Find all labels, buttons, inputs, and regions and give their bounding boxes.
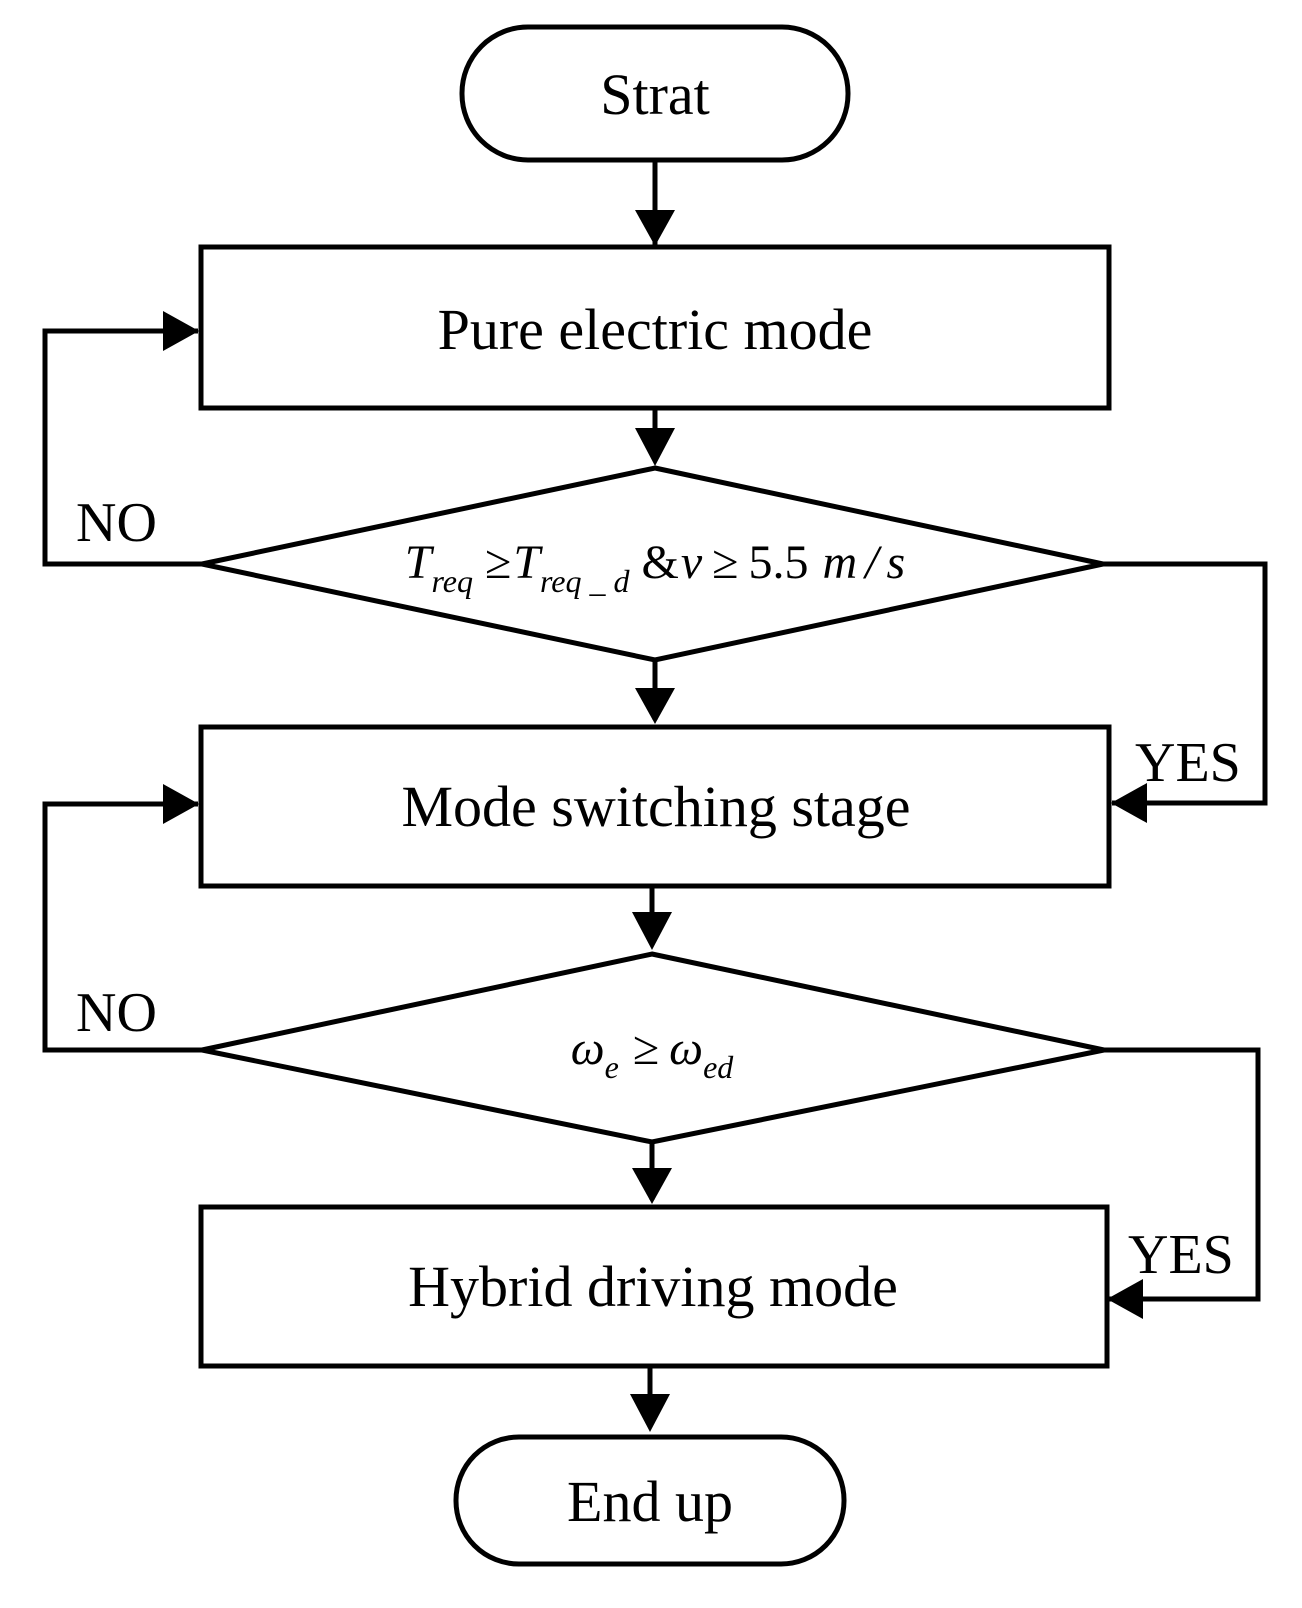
arrowhead-d2-to-hybrid <box>632 1168 672 1204</box>
d2-omega-symbol: ω <box>571 1022 605 1075</box>
arrowhead-hybrid-to-end <box>630 1394 670 1432</box>
arrowhead-d1-yes <box>1111 783 1147 823</box>
arrowhead-d2-yes <box>1107 1279 1143 1319</box>
pure-electric-mode-box <box>198 244 1112 411</box>
edge-d2-no-loop <box>42 801 202 1053</box>
arrowhead-start-to-pure <box>635 210 675 246</box>
d1-torque-threshold-subscript: req _ d <box>540 563 630 599</box>
d1-geq: ≥ <box>485 536 511 589</box>
decision-2-yes-label: YES <box>1128 1224 1234 1286</box>
d1-torque-threshold-symbol: T <box>513 536 543 589</box>
d1-unit-slash: / <box>862 536 882 589</box>
hybrid-driving-mode-label: Hybrid driving mode <box>408 1254 898 1319</box>
end-label: End up <box>567 1469 733 1534</box>
d1-torque-symbol: T <box>405 536 435 589</box>
decision-1-diamond <box>201 465 1104 663</box>
decision-1-no-label: NO <box>76 492 157 554</box>
arrowhead-d2-no-loop <box>163 784 199 824</box>
d1-and: & <box>641 536 678 589</box>
d2-omega-threshold-symbol: ω <box>669 1022 703 1075</box>
d1-unit-s: s <box>887 536 906 589</box>
arrowhead-d1-to-switch <box>635 688 675 724</box>
d2-geq: ≥ <box>633 1022 659 1075</box>
decision-2-diamond <box>201 951 1105 1145</box>
d1-unit-m: m <box>822 536 857 589</box>
arrowhead-d1-no-loop <box>163 311 199 351</box>
arrowhead-switch-to-d2 <box>632 912 672 950</box>
decision-1-yes-label: YES <box>1135 732 1241 794</box>
d1-geq2: ≥ <box>712 536 738 589</box>
d2-omega-threshold-subscript: ed <box>703 1049 734 1085</box>
mode-switching-stage-box <box>198 724 1112 889</box>
d1-speed-value: 5.5 <box>748 536 808 589</box>
decision-2-condition: ωe≥ωed <box>571 1022 735 1085</box>
d2-omega-subscript: e <box>605 1049 619 1085</box>
start-label: Strat <box>600 62 710 127</box>
d1-speed-symbol: v <box>681 536 703 589</box>
end-terminal <box>453 1434 847 1567</box>
d1-torque-subscript: req <box>432 563 473 599</box>
edge-d1-yes <box>1103 561 1268 806</box>
start-terminal <box>459 24 851 163</box>
decision-2-no-label: NO <box>76 982 157 1044</box>
hybrid-driving-mode-box <box>198 1204 1110 1369</box>
edge-d1-no-loop <box>42 328 202 567</box>
edge-d2-yes <box>1104 1047 1261 1302</box>
arrowhead-pure-to-d1 <box>635 428 675 466</box>
pure-electric-mode-label: Pure electric mode <box>438 297 873 362</box>
mode-switching-stage-label: Mode switching stage <box>401 774 910 839</box>
